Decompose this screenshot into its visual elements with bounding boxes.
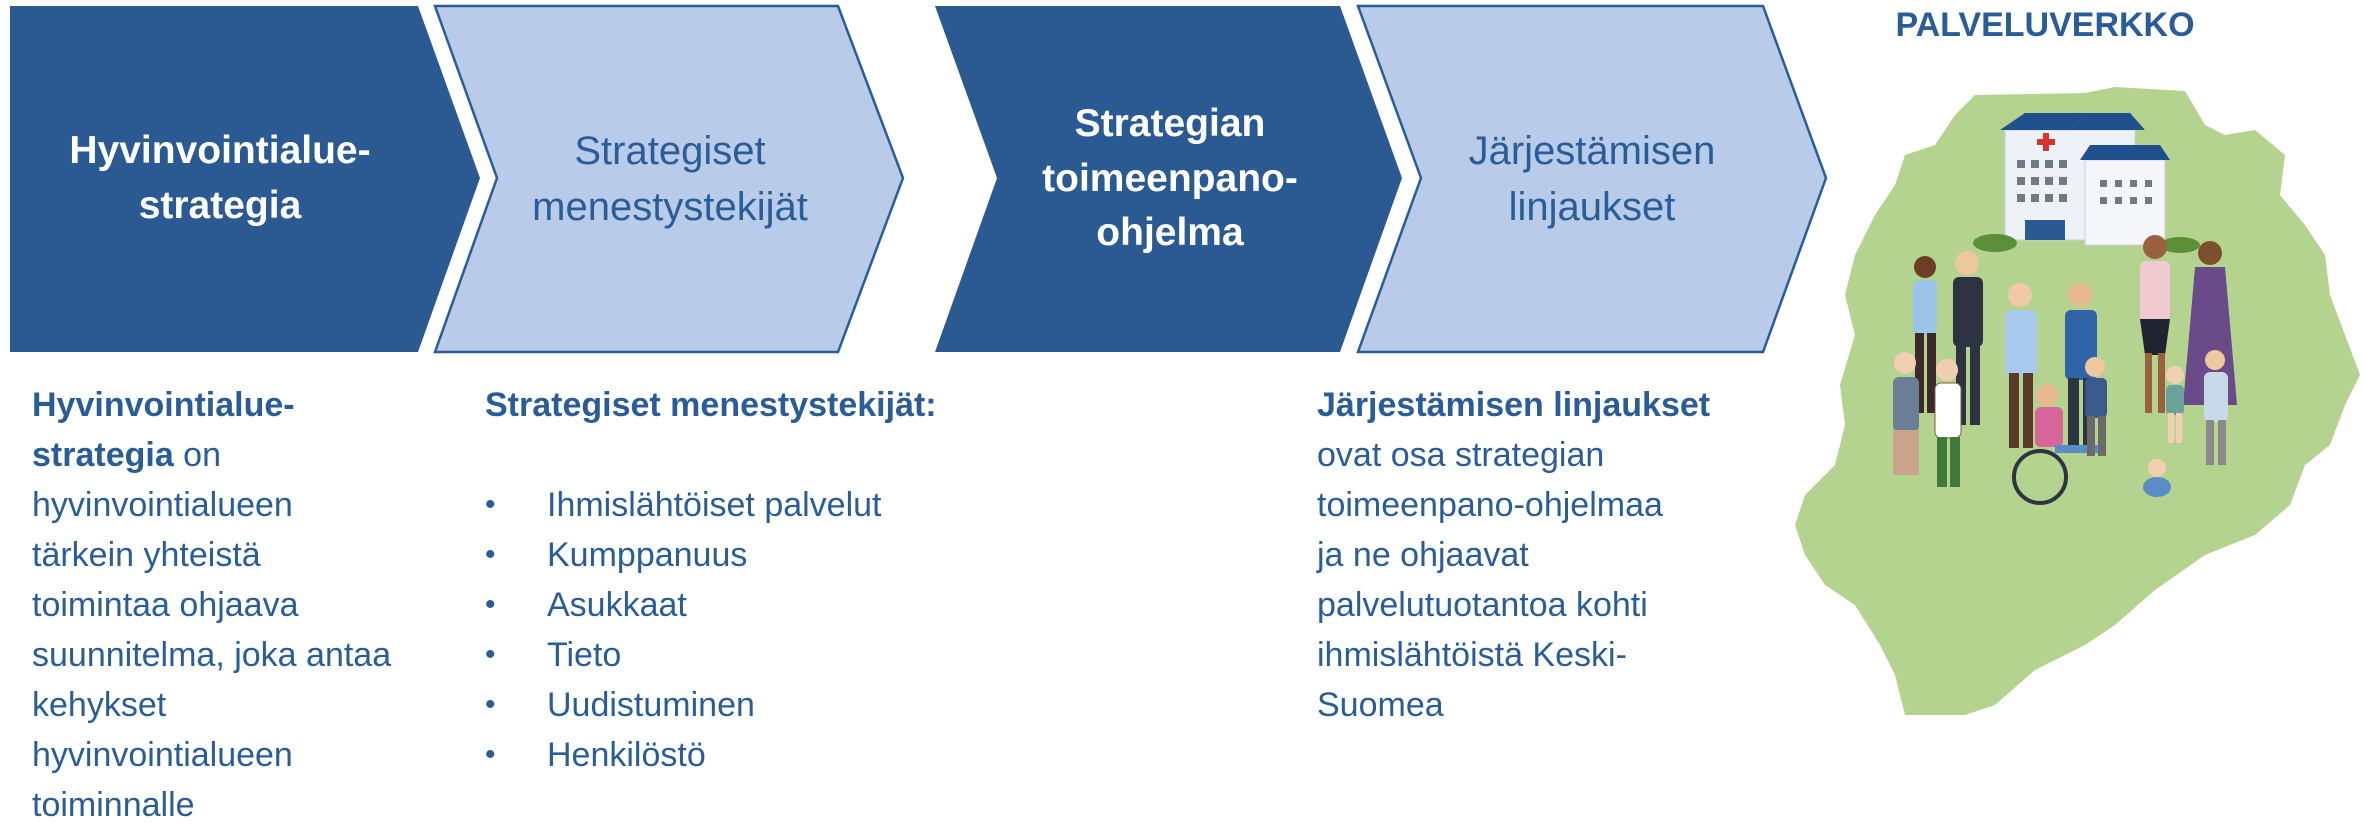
service-network-map-illustration	[1795, 87, 2360, 715]
hospital-icon	[1973, 113, 2200, 253]
people-illustration	[1893, 235, 2237, 505]
chevron-implementation	[935, 6, 1402, 352]
success-factors-list: Strategiset menestystekijät: Ihmislähtöi…	[485, 380, 1045, 780]
list-item: Kumppanuus	[485, 530, 1045, 580]
service-network-title: PALVELUVERKKO	[1895, 6, 2195, 44]
success-factors-heading: Strategiset menestystekijät:	[485, 386, 937, 424]
list-item: Ihmislähtöiset palvelut	[485, 480, 1045, 530]
list-item: Asukkaat	[485, 580, 1045, 630]
strategy-description: Hyvinvointialue- strategia on hyvinvoint…	[32, 386, 392, 824]
list-item: Tieto	[485, 630, 1045, 680]
chevron-label-strategy: Hyvinvointialue-strategia	[69, 129, 371, 227]
chevron-success-factors	[433, 4, 905, 354]
process-chevrons	[10, 4, 1828, 354]
list-item: Uudistuminen	[485, 680, 1045, 730]
organizing-heading: Järjestämisen linjaukset	[1317, 386, 1711, 424]
chevron-strategy	[10, 6, 480, 352]
chevron-organizing	[1356, 4, 1828, 354]
organizing-description: Järjestämisen linjaukset ovat osa strate…	[1317, 386, 1711, 724]
list-item: Henkilöstö	[485, 730, 1045, 780]
